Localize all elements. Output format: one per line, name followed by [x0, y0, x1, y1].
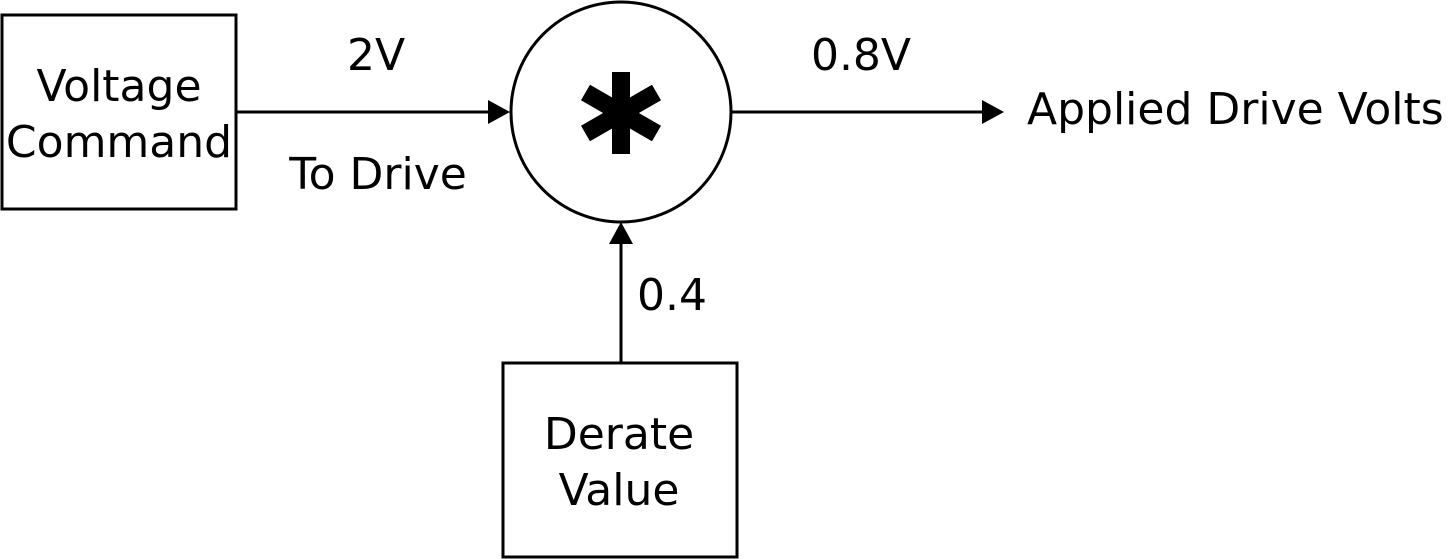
output-value-label: 0.8V — [811, 30, 911, 81]
derate-value-box — [501, 361, 739, 559]
derate-value-label-line2: Value — [559, 465, 680, 516]
multiplier-node — [509, 0, 733, 224]
derate-value-block: Derate Value — [501, 361, 739, 559]
command-arrowhead — [488, 100, 510, 124]
command-value-label: 2V — [347, 30, 405, 81]
voltage-command-box — [0, 13, 238, 211]
voltage-command-block: Voltage Command — [0, 13, 238, 211]
derate-arrowhead — [609, 222, 633, 244]
output-arrowhead — [982, 100, 1004, 124]
output-signal-arrow — [731, 100, 1004, 124]
derate-value-label-line1: Derate — [544, 409, 694, 460]
multiply-asterisk-icon — [580, 72, 662, 154]
voltage-command-label-line2: Command — [6, 117, 232, 168]
command-signal-arrow — [236, 100, 510, 124]
output-name-label: Applied Drive Volts — [1027, 84, 1444, 135]
command-name-label: To Drive — [288, 149, 467, 200]
voltage-command-label-line1: Voltage — [36, 61, 201, 112]
derate-value-label: 0.4 — [637, 270, 707, 321]
derate-signal-arrow — [609, 222, 633, 363]
